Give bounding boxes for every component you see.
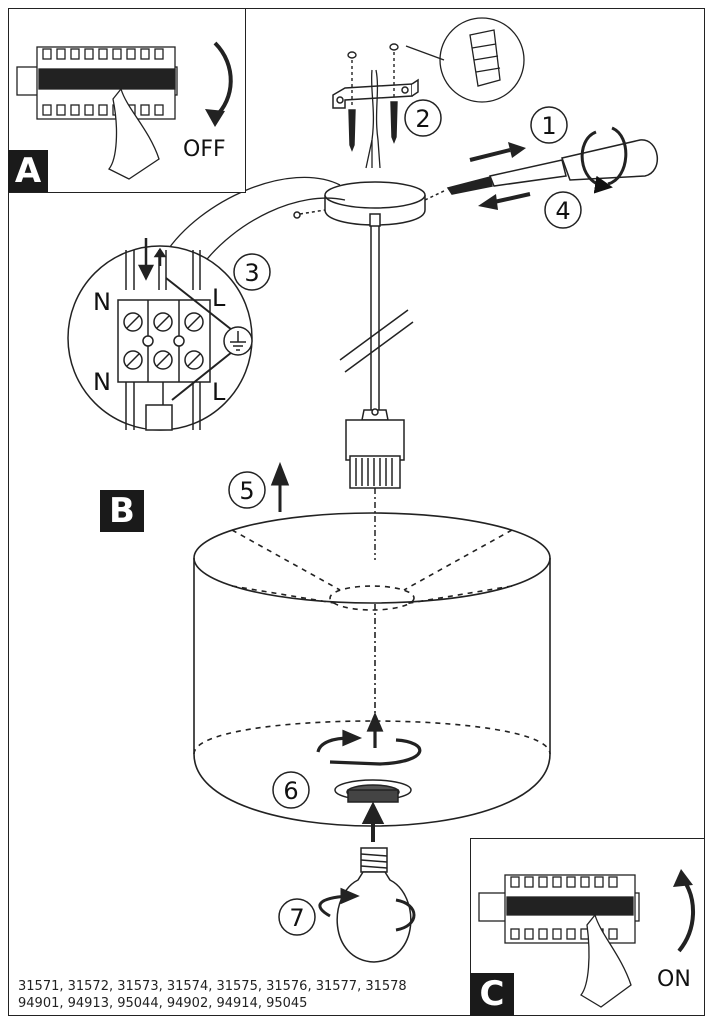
- anchor-callout: [405, 17, 525, 103]
- breaker-off-illustration: [16, 41, 233, 180]
- step-3-number: 3: [244, 259, 259, 287]
- neutral-label-bottom: N: [93, 368, 111, 396]
- shade-ring: [334, 779, 412, 803]
- outer-frame: [8, 8, 705, 1016]
- breaker-on-illustration: [478, 869, 695, 1008]
- live-label-top: L: [212, 284, 226, 312]
- ceiling-canopy: [293, 181, 447, 226]
- insert-arrow: [361, 801, 385, 842]
- product-codes: 31571, 31572, 31573, 31574, 31575, 31576…: [18, 978, 407, 1012]
- step-4-number: 4: [555, 197, 570, 225]
- off-label: OFF: [183, 137, 226, 162]
- light-bulb: [336, 847, 412, 963]
- step-5-number: 5: [239, 477, 254, 505]
- terminal-labels: N L N L: [93, 284, 226, 406]
- step-6-number: 6: [283, 777, 298, 805]
- panel-c-letter: C: [470, 973, 514, 1016]
- push-arrow: [469, 142, 526, 162]
- product-codes-line-1: 31571, 31572, 31573, 31574, 31575, 31576…: [18, 979, 407, 994]
- ceiling-screws: [347, 43, 399, 152]
- step-2-number: 2: [415, 105, 430, 133]
- mounting-bracket: [332, 78, 419, 109]
- product-codes-line-2: 94901, 94913, 95044, 94902, 94914, 95045: [18, 996, 308, 1011]
- step-circles: [228, 99, 582, 936]
- drum-shade: [193, 512, 551, 827]
- earth-symbol: [223, 326, 253, 356]
- panel-a-letter: A: [8, 150, 48, 192]
- supply-wires: [365, 69, 381, 169]
- panel-b-letter: B: [100, 490, 144, 532]
- lift-arrow: [270, 461, 290, 512]
- on-label: ON: [657, 967, 691, 992]
- step-1-number: 1: [541, 112, 556, 140]
- pull-arrow: [478, 192, 531, 210]
- rotate-arrow-7: [318, 887, 416, 932]
- suspension-rod: [339, 213, 414, 410]
- wire-callout-lines: [164, 176, 346, 269]
- panel-a-switch-off: OFF: [8, 8, 246, 193]
- rotate-arrow-6: [316, 711, 422, 766]
- lamp-socket: [345, 408, 405, 560]
- neutral-label-top: N: [93, 288, 111, 316]
- step-7-number: 7: [289, 904, 304, 932]
- rotate-arrow-1: [580, 126, 628, 194]
- wire-insert-arrows: [137, 238, 167, 281]
- step-numbers: 1 2 3 4 5 6 7: [239, 105, 570, 932]
- live-label-bottom: L: [212, 378, 226, 406]
